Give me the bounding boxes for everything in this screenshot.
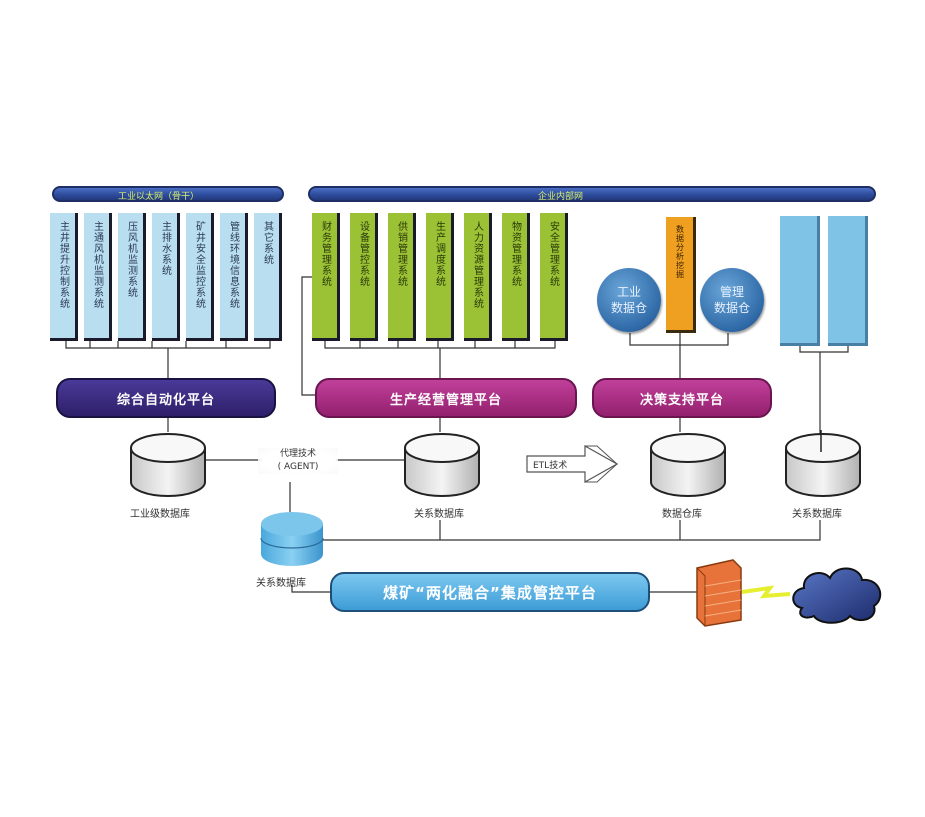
management-system[interactable]: 供销管理系统 [388,213,416,341]
bus-label: 企业内部网 [538,192,584,202]
relational-database-small-label: 关系数据库 [256,578,306,589]
etl-arrow-icon [526,444,619,484]
agent-line: ( AGENT) [277,462,319,472]
automation-system[interactable]: 管线环境信息系统 [220,213,248,341]
management-system[interactable]: 人力资源管理系统 [464,213,492,341]
agent-line: 代理技术 [279,449,316,459]
relational-database-label: 关系数据库 [414,509,464,520]
data-warehouse-icon [650,433,726,497]
automation-system[interactable]: 矿井安全监控系统 [186,213,214,341]
data-analysis-bar[interactable]: 数据分析挖掘 [666,217,696,333]
integrated-control-platform[interactable]: 煤矿“两化融合”集成管控平台 [330,572,650,612]
industrial-database-label: 工业级数据库 [130,509,190,520]
automation-system[interactable]: 主井提升控制系统 [50,213,78,341]
circle-line: 管理 [719,285,744,299]
data-warehouse-label: 数据仓库 [662,509,702,520]
automation-system[interactable]: 压风机监测系统 [118,213,146,341]
management-data-warehouse-circle[interactable]: 管理 数据仓 [700,268,764,332]
automation-system[interactable]: 主排水系统 [152,213,180,341]
right-system[interactable] [780,216,820,346]
automation-system[interactable]: 主通风机监测系统 [84,213,112,341]
automation-system[interactable]: 其它系统 [254,213,282,341]
relational-database-small-icon [260,512,324,566]
production-platform[interactable]: 生产经营管理平台 [315,378,577,418]
industrial-data-warehouse-circle[interactable]: 工业 数据仓 [597,268,661,332]
management-system[interactable]: 设备管控系统 [350,213,378,341]
circle-line: 数据仓 [713,301,750,315]
relational-database-right-label: 关系数据库 [792,509,842,520]
relational-database-icon [404,433,480,497]
management-system[interactable]: 生产调度系统 [426,213,454,341]
enterprise-intranet-bus: 企业内部网 [308,186,876,202]
circle-line: 工业 [616,285,641,299]
bus-label: 工业以太网（骨干） [118,192,200,202]
industrial-database-icon [130,433,206,497]
automation-platform[interactable]: 综合自动化平台 [56,378,276,418]
management-system[interactable]: 安全管理系统 [540,213,568,341]
right-system[interactable] [828,216,868,346]
lightning-link [741,585,791,599]
firewall-icon [696,559,742,627]
circle-line: 数据仓 [610,301,647,315]
industrial-ethernet-bus: 工业以太网（骨干） [52,186,284,202]
agent-technology: 代理技术 ( AGENT) [258,448,338,474]
management-system[interactable]: 财务管理系统 [312,213,340,341]
etl-label: ETL技术 [533,461,568,471]
management-system[interactable]: 物资管理系统 [502,213,530,341]
relational-database-right-icon [785,430,861,497]
decision-platform[interactable]: 决策支持平台 [592,378,772,418]
internet-cloud-icon [792,567,882,624]
